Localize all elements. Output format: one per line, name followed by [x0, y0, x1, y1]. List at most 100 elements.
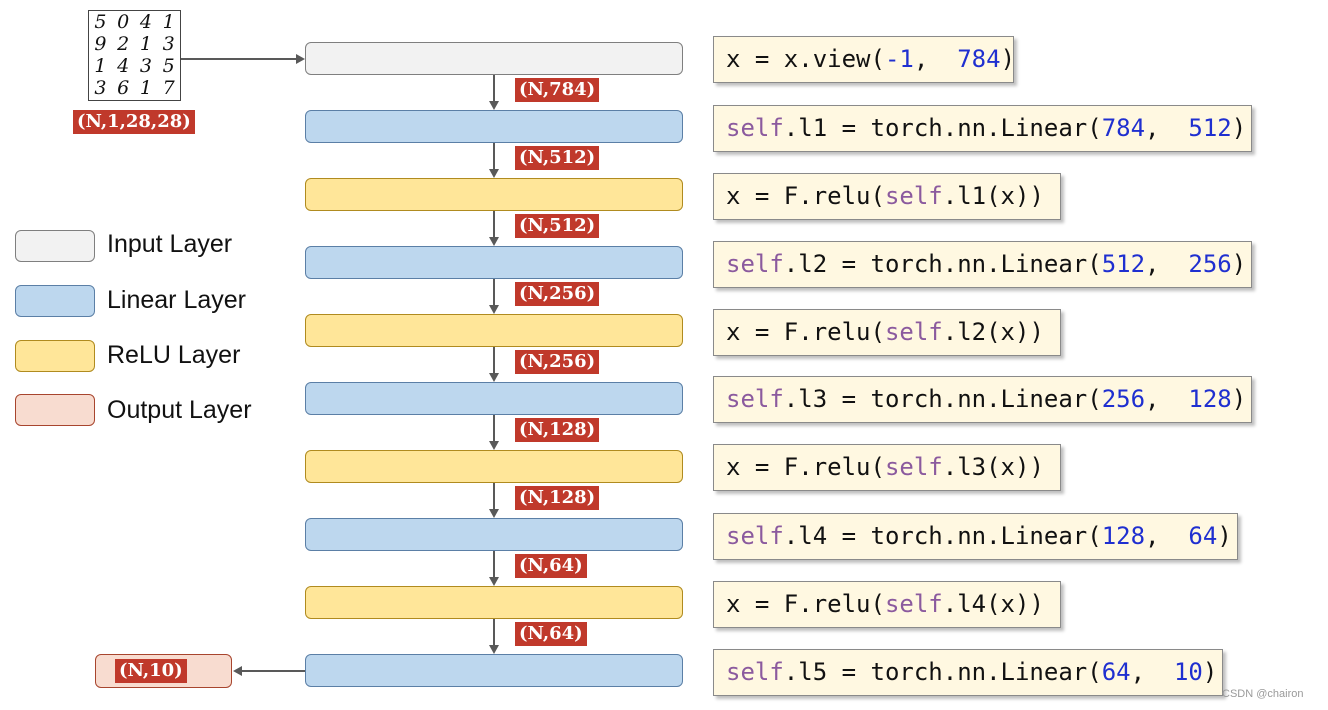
- digit-4: 9: [94, 32, 107, 55]
- code-token: .l2 = torch.nn.Linear(: [783, 250, 1102, 278]
- input-arrow-head: [296, 54, 305, 64]
- code-token: .l4(x)): [942, 590, 1044, 618]
- digit-6: 1: [139, 32, 152, 55]
- output-shape-label: (N,10): [115, 659, 187, 683]
- legend-swatch-output: [15, 394, 95, 426]
- code-token: ,: [1145, 385, 1189, 413]
- digit-1: 0: [117, 10, 130, 33]
- layer-box-9-linear: [305, 654, 683, 687]
- digit-2: 4: [139, 10, 152, 33]
- output-layer-box: (N,10): [95, 654, 232, 688]
- code-token: 256: [1188, 250, 1232, 278]
- digit-8: 1: [94, 55, 107, 78]
- output-arrow-head: [233, 666, 242, 676]
- code-token: ): [1231, 114, 1247, 142]
- code-token: ,: [1130, 658, 1174, 686]
- tensor-shape-label-3: (N,256): [515, 282, 600, 306]
- code-token: self: [726, 114, 784, 142]
- code-token: 10: [1173, 658, 1203, 686]
- code-token: ): [1000, 45, 1016, 73]
- connector-line-7: [493, 551, 495, 577]
- code-line-9: self.l5 = torch.nn.Linear(64, 10): [713, 649, 1223, 696]
- code-line-6: x = F.relu(self.l3(x)): [713, 444, 1061, 491]
- tensor-shape-label-0: (N,784): [515, 78, 600, 102]
- code-token: .l3(x)): [942, 453, 1044, 481]
- connector-arrow-4: [489, 373, 499, 382]
- tensor-shape-label-4: (N,256): [515, 350, 600, 374]
- digit-7: 3: [162, 32, 175, 55]
- code-token: ): [1231, 250, 1247, 278]
- code-line-8: x = F.relu(self.l4(x)): [713, 581, 1061, 628]
- layer-box-4-relu: [305, 314, 683, 347]
- code-token: .l1 = torch.nn.Linear(: [783, 114, 1102, 142]
- layer-box-2-relu: [305, 178, 683, 211]
- legend-swatch-relu: [15, 340, 95, 372]
- tensor-shape-label-6: (N,128): [515, 486, 600, 510]
- legend-label-input: Input Layer: [107, 230, 233, 258]
- connector-arrow-6: [489, 509, 499, 518]
- code-token: x = F.relu(: [726, 453, 885, 481]
- code-token: .l4 = torch.nn.Linear(: [783, 522, 1102, 550]
- code-token: .l2(x)): [942, 318, 1044, 346]
- code-token: 64: [1101, 658, 1131, 686]
- code-token: ): [1202, 658, 1218, 686]
- code-token: .l3 = torch.nn.Linear(: [783, 385, 1102, 413]
- code-token: self: [726, 658, 784, 686]
- digit-14: 1: [139, 77, 152, 100]
- connector-line-6: [493, 483, 495, 509]
- layer-box-0-input: [305, 42, 683, 75]
- connector-line-2: [493, 211, 495, 237]
- digit-10: 3: [139, 55, 152, 78]
- code-token: self: [726, 385, 784, 413]
- layer-box-6-relu: [305, 450, 683, 483]
- code-line-1: self.l1 = torch.nn.Linear(784, 512): [713, 105, 1252, 152]
- tensor-shape-label-5: (N,128): [515, 418, 600, 442]
- digit-5: 2: [117, 32, 130, 55]
- code-token: ,: [1145, 114, 1189, 142]
- watermark: CSDN @chairon: [1222, 688, 1304, 700]
- connector-line-5: [493, 415, 495, 441]
- legend-label-linear: Linear Layer: [107, 286, 246, 314]
- output-arrow-line: [241, 670, 305, 672]
- digit-9: 4: [117, 55, 130, 78]
- code-token: .l5 = torch.nn.Linear(: [783, 658, 1102, 686]
- connector-line-0: [493, 75, 495, 101]
- layer-box-3-linear: [305, 246, 683, 279]
- tensor-shape-label-1: (N,512): [515, 146, 600, 170]
- code-token: self: [884, 182, 943, 210]
- code-token: self: [884, 590, 943, 618]
- input-arrow-line: [181, 58, 297, 60]
- legend-label-output: Output Layer: [107, 396, 252, 424]
- code-token: ): [1231, 385, 1247, 413]
- code-token: x = F.relu(: [726, 182, 885, 210]
- code-line-2: x = F.relu(self.l1(x)): [713, 173, 1061, 220]
- connector-arrow-8: [489, 645, 499, 654]
- digit-11: 5: [162, 55, 175, 78]
- digit-0: 5: [94, 10, 107, 33]
- code-token: 512: [1188, 114, 1232, 142]
- code-token: 128: [1188, 385, 1232, 413]
- input-shape-label: (N,1,28,28): [73, 110, 195, 134]
- connector-line-8: [493, 619, 495, 645]
- connector-arrow-5: [489, 441, 499, 450]
- code-token: self: [884, 318, 943, 346]
- code-line-7: self.l4 = torch.nn.Linear(128, 64): [713, 513, 1238, 560]
- code-line-5: self.l3 = torch.nn.Linear(256, 128): [713, 376, 1252, 423]
- code-token: self: [726, 522, 784, 550]
- connector-line-4: [493, 347, 495, 373]
- connector-arrow-0: [489, 101, 499, 110]
- code-token: 128: [1101, 522, 1146, 550]
- tensor-shape-label-7: (N,64): [515, 554, 587, 578]
- legend-swatch-input: [15, 230, 95, 262]
- layer-box-1-linear: [305, 110, 683, 143]
- code-token: ,: [1145, 250, 1189, 278]
- layer-box-5-linear: [305, 382, 683, 415]
- code-token: .l1(x)): [942, 182, 1044, 210]
- code-line-0: x = x.view(-1, 784): [713, 36, 1016, 83]
- tensor-shape-label-8: (N,64): [515, 622, 587, 646]
- connector-arrow-2: [489, 237, 499, 246]
- code-token: ,: [913, 45, 958, 73]
- code-token: 784: [1101, 114, 1146, 142]
- code-token: ): [1217, 522, 1232, 550]
- digit-13: 6: [117, 77, 130, 100]
